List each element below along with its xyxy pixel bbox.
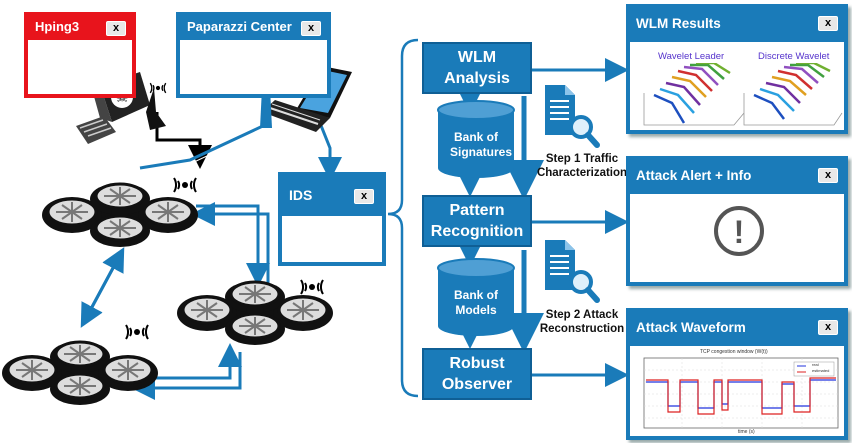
step2-label: Step 2 Attack Reconstruction [539, 309, 625, 335]
close-icon[interactable]: x [106, 21, 126, 36]
robust-observer-label: Robust Observer [441, 355, 513, 393]
legend-estimated: estimated [812, 368, 830, 373]
paparazzi-title: Paparazzi Center [180, 16, 327, 40]
document-search-icon [545, 240, 600, 303]
bank-of-models-db: Bank of Models [436, 258, 516, 338]
waveform-plot [643, 357, 839, 429]
paparazzi-window: Paparazzi Center x [176, 12, 331, 98]
panel2-title: Discrete Wavelet [758, 51, 830, 62]
pattern-recognition-box: Pattern Recognition [422, 195, 532, 247]
wlm-analysis-box: WLM Analysis [422, 42, 532, 94]
wlm-results-title: WLM Results [630, 8, 844, 42]
drone-1 [40, 181, 200, 249]
bank-of-signatures-db: Bank of Signatures [436, 100, 516, 180]
close-icon[interactable]: x [301, 21, 321, 36]
panel1-title: Wavelet Leader [658, 51, 725, 62]
legend-real: real [812, 362, 819, 367]
plot-xlabel: time (s) [738, 429, 755, 435]
drone-3 [0, 339, 160, 407]
alert-icon: ! [714, 206, 764, 256]
bank-of-signatures-label: Bank of Signatures [450, 130, 513, 159]
close-icon[interactable]: x [354, 189, 374, 204]
hping-window: Hping3 x [24, 12, 136, 98]
alert-symbol: ! [733, 214, 745, 250]
bank-of-models-label: Bank of Models [453, 288, 498, 317]
pipeline-connectors [387, 38, 629, 398]
pattern-recognition-label: Pattern Recognition [430, 202, 524, 240]
attack-waveform-window: Attack Waveform x TCP congestion window … [626, 308, 848, 440]
step1-label: Step 1 Traffic Characterization [536, 153, 628, 179]
attack-waveform-title: Attack Waveform [630, 312, 844, 346]
document-search-icon [545, 85, 600, 148]
attack-alert-title: Attack Alert + Info [630, 160, 844, 194]
attack-alert-window: Attack Alert + Info x ! [626, 156, 848, 286]
wlm-analysis-label: WLM Analysis [444, 49, 510, 87]
wlm-results-window: WLM Results x Wavelet Leader Discrete Wa… [626, 4, 848, 134]
close-icon[interactable]: x [818, 320, 838, 335]
robust-observer-box: Robust Observer [422, 348, 532, 400]
close-icon[interactable]: x [818, 16, 838, 31]
drone-2 [175, 279, 335, 347]
ids-window: IDS x [278, 172, 386, 266]
close-icon[interactable]: x [818, 168, 838, 183]
wavelet-3d-plots [643, 63, 843, 126]
plot-title: TCP congestion window (W(t)) [700, 349, 768, 355]
